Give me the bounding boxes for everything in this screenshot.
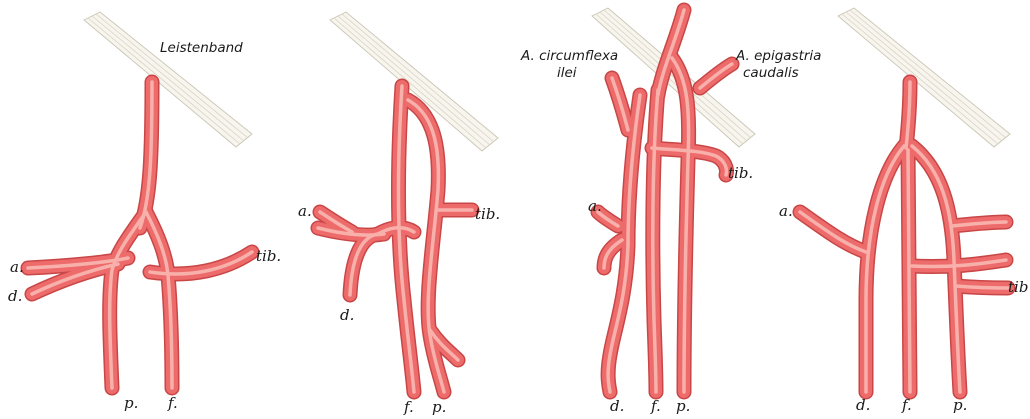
label-d-3: d.	[610, 397, 624, 415]
label-f-1: f.	[167, 394, 178, 412]
label-tib-1: tib.	[256, 247, 281, 265]
label-d-2: d.	[340, 306, 354, 324]
figure-1: Leistenband a. d. tib. p. f.	[8, 12, 281, 412]
figure-3: A. circumflexa ilei A. epigastria caudal…	[520, 8, 821, 415]
label-tib-4: tib	[1008, 278, 1028, 296]
artery-vessel-arthi-2	[908, 150, 910, 392]
artery-vessel-arthi-7	[956, 286, 1008, 288]
label-f-3: f.	[650, 397, 661, 415]
label-p-4: p.	[953, 396, 967, 414]
artery-tree-2	[318, 86, 472, 392]
label-circumflex-2: ilei	[557, 65, 577, 81]
label-f-4: f.	[901, 396, 912, 414]
label-a-3: a.	[588, 197, 602, 215]
label-d-4: d.	[856, 396, 870, 414]
inguinal-ligament-2	[330, 12, 498, 151]
artery-tree-3	[598, 10, 732, 392]
label-p-3: p.	[676, 397, 690, 415]
figure-4: a. tib d. f. p.	[779, 8, 1028, 414]
inguinal-ligament-1	[84, 12, 252, 147]
label-tib-2: tib.	[475, 205, 500, 223]
label-a-2: a.	[298, 202, 312, 220]
label-a-1: a.	[10, 258, 24, 276]
label-epigastria-2: caudalis	[743, 65, 799, 81]
label-a-4: a.	[779, 202, 793, 220]
label-circumflex-1: A. circumflexa	[520, 48, 618, 64]
label-p-1: p.	[124, 394, 138, 412]
label-tib-3: tib.	[728, 164, 753, 182]
label-p-2: p.	[432, 398, 446, 416]
label-f-2: f.	[403, 398, 414, 416]
label-leistenband: Leistenband	[160, 40, 243, 56]
label-d-1: d.	[8, 287, 22, 305]
label-epigastria-1: A. epigastria	[735, 48, 821, 64]
figure-2: a. d. tib. f. p.	[298, 12, 500, 416]
inguinal-ligament-4	[838, 8, 1010, 147]
